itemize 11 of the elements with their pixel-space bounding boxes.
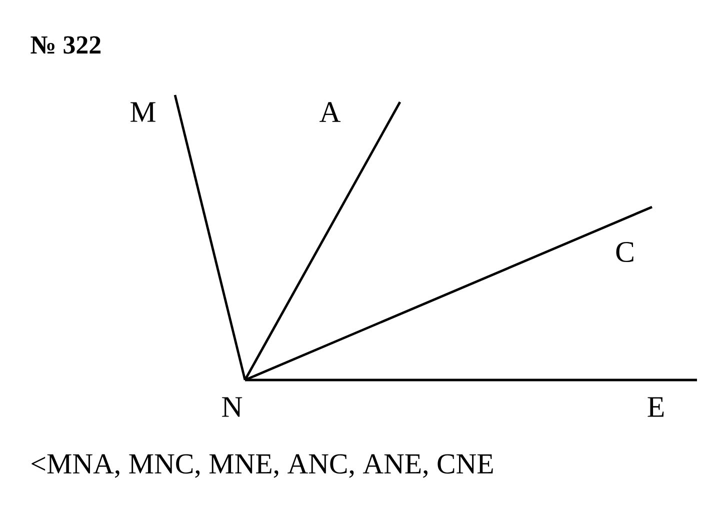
point-label: M — [130, 102, 156, 122]
answer-text: <MNA, MNC, MNE, ANC, ANE, CNE — [32, 454, 493, 478]
point-label: N — [222, 397, 242, 417]
point-label: E — [648, 397, 664, 417]
point-label: A — [320, 102, 341, 122]
point-label: C — [616, 242, 634, 262]
ray — [244, 101, 402, 381]
ray — [245, 378, 697, 382]
ray — [244, 206, 652, 382]
problem-number: № 322 — [30, 36, 100, 54]
ray — [174, 94, 246, 380]
